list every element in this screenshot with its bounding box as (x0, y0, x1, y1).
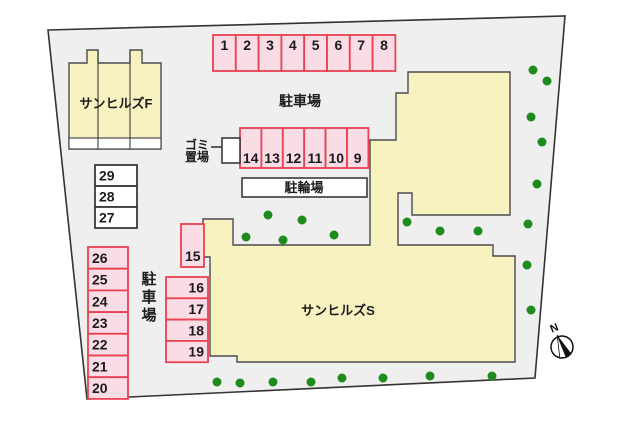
parking-space-18-number: 18 (188, 322, 204, 338)
parking-area-label-left-char: 車 (141, 288, 156, 306)
parking-space-9 (346, 127, 370, 169)
tree-icon (522, 260, 532, 270)
building-sunhills-f-base-strip (68, 137, 162, 150)
tree-icon (528, 65, 538, 75)
tree-icon (532, 179, 542, 189)
compass-needle-light (556, 334, 567, 359)
tree-icon (268, 377, 278, 387)
parking-space-10-number: 10 (329, 150, 345, 166)
parking-space-11-number: 11 (307, 150, 322, 166)
parking-space-27-number: 27 (99, 210, 115, 226)
compass-needle-dark (557, 334, 571, 358)
building-sunhills-f-label: サンヒルズF (80, 96, 153, 111)
tree-icon (542, 76, 552, 86)
tree-icon (526, 305, 536, 315)
tree-icon (337, 373, 347, 383)
parking-space-6-number: 6 (335, 37, 343, 53)
tree-icon (378, 373, 388, 383)
bicycle-parking-label: 駐輪場 (284, 180, 323, 195)
parking-space-23-number: 23 (92, 315, 108, 331)
parking-space-16-number: 16 (188, 280, 204, 296)
parking-space-22-number: 22 (92, 337, 108, 353)
parking-space-27 (94, 206, 138, 229)
tree-icon (278, 235, 288, 245)
parking-space-1-number: 1 (221, 37, 229, 53)
parking-space-4-number: 4 (289, 37, 297, 53)
parking-area-label-top: 駐車場 (279, 93, 321, 109)
parking-space-20-number: 20 (92, 380, 108, 396)
parking-space-8-number: 8 (380, 37, 388, 53)
garbage-label-line1: ゴミ (185, 137, 209, 152)
parking-space-8 (371, 34, 397, 72)
parking-space-15-number: 15 (185, 248, 201, 264)
parking-area-label-left-char: 場 (141, 307, 156, 324)
parking-space-13-number: 13 (264, 150, 280, 166)
compass-north-label: N (549, 321, 561, 335)
garbage-box (221, 137, 241, 164)
parking-space-21-number: 21 (92, 358, 108, 374)
parking-space-12-number: 12 (286, 150, 302, 166)
parking-space-20 (87, 376, 129, 400)
building-sunhills-s-label: サンヒルズS (301, 303, 375, 318)
parking-space-26-number: 26 (92, 250, 108, 266)
parking-space-7-number: 7 (357, 37, 365, 53)
parking-space-28-number: 28 (99, 189, 115, 205)
parking-space-19-number: 19 (188, 344, 204, 360)
compass-icon: N (549, 321, 574, 359)
tree-icon (402, 217, 412, 227)
parking-space-9-number: 9 (354, 150, 362, 166)
tree-icon (526, 112, 536, 122)
building-sunhills-s (202, 71, 516, 363)
parking-area-label-left-char: 駐 (141, 270, 156, 288)
parking-space-17-number: 17 (188, 301, 204, 317)
tree-icon (212, 377, 222, 387)
tree-icon (523, 219, 533, 229)
tree-icon (235, 378, 245, 388)
parking-space-15 (180, 223, 205, 268)
tree-icon (297, 215, 307, 225)
parking-space-25-number: 25 (92, 272, 108, 288)
tree-icon (241, 232, 251, 242)
tree-icon (473, 226, 483, 236)
tree-icon (263, 210, 273, 220)
parking-space-14-number: 14 (243, 150, 259, 166)
tree-icon (487, 371, 497, 381)
parking-space-19 (165, 339, 209, 364)
tree-icon (306, 377, 316, 387)
parking-space-24-number: 24 (92, 293, 108, 309)
tree-icon (425, 371, 435, 381)
parking-space-2-number: 2 (243, 37, 251, 53)
tree-icon (435, 226, 445, 236)
tree-icon (329, 230, 339, 240)
parking-space-29-number: 29 (99, 168, 115, 184)
garbage-label-line2: 置場 (185, 149, 209, 164)
parking-space-3-number: 3 (266, 37, 274, 53)
tree-icon (537, 137, 547, 147)
bicycle-parking-box (241, 177, 368, 198)
parking-space-5-number: 5 (312, 37, 320, 53)
